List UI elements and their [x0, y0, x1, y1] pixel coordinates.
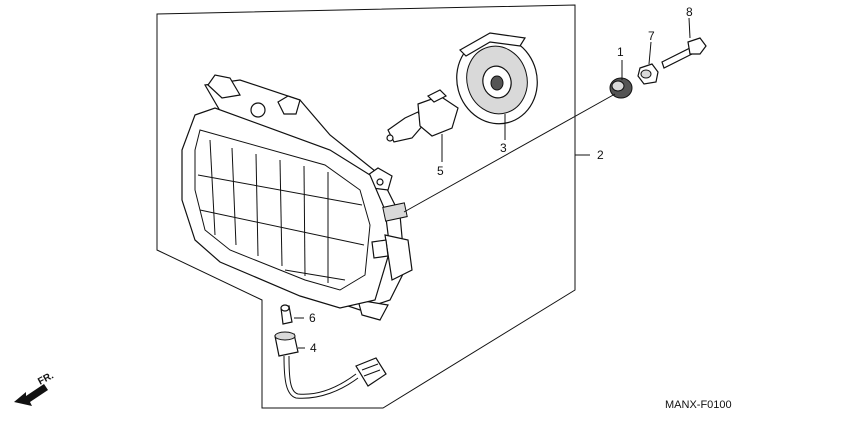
front-arrow-icon: [14, 384, 48, 406]
position-bulb-drawing: [280, 304, 293, 325]
grommet-drawing: [609, 77, 633, 99]
headlight-bulb-drawing: [386, 89, 459, 143]
position-socket-drawing: [274, 331, 387, 399]
callout-3: 3: [500, 141, 507, 155]
callout-4: 4: [310, 341, 317, 355]
callout-7: 7: [648, 29, 655, 43]
callout-5: 5: [437, 164, 444, 178]
socket-cover-drawing: [456, 32, 538, 125]
assembly-boundary: [156, 4, 576, 409]
front-label: FR.: [36, 370, 56, 387]
callout-6: 6: [309, 311, 316, 325]
callout-2: 2: [597, 148, 604, 162]
headlight-assembly-drawing: [181, 74, 413, 321]
bolt-drawing: [661, 37, 707, 69]
callout-1: 1: [617, 45, 624, 59]
leader-lines: [294, 17, 691, 349]
collar-drawing: [637, 63, 659, 85]
callout-8: 8: [686, 5, 693, 19]
diagram-code: MANX-F0100: [665, 399, 732, 411]
